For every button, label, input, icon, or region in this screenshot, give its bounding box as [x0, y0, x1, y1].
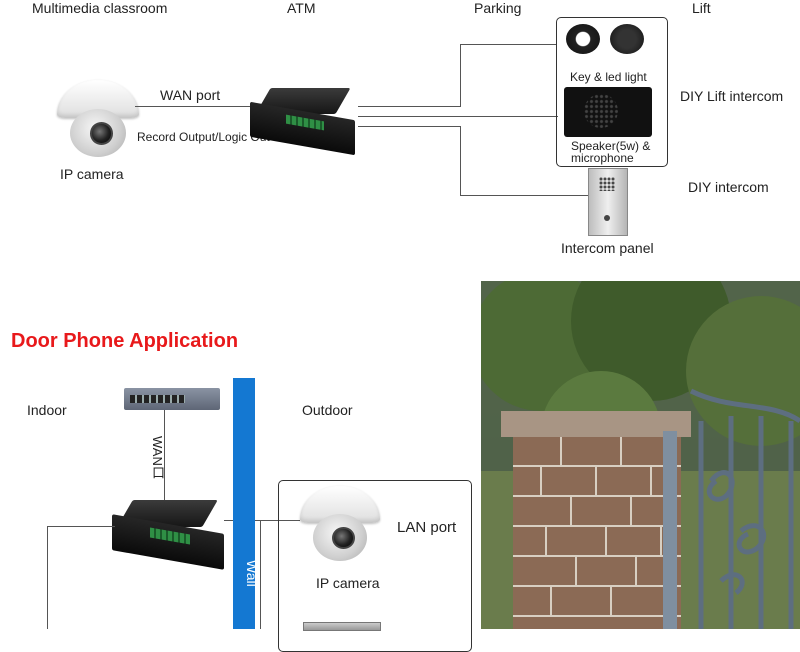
diy-intercom-label: DIY intercom	[688, 179, 769, 195]
label-multimedia-classroom: Multimedia classroom	[32, 0, 168, 16]
line-vertical-panel	[460, 126, 461, 196]
label-lift: Lift	[692, 0, 711, 16]
line-right-vertical	[260, 520, 261, 629]
line-left-horizontal	[47, 526, 115, 527]
ip-camera-icon	[57, 80, 139, 160]
indoor-label: Indoor	[27, 402, 67, 418]
line-vertical-key	[460, 44, 461, 107]
ip-camera-outdoor-label: IP camera	[316, 575, 380, 591]
outdoor-label: Outdoor	[302, 402, 353, 418]
speaker-icon	[564, 87, 652, 137]
line-to-key	[358, 106, 461, 107]
label-parking: Parking	[474, 0, 522, 16]
door-phone-device	[112, 500, 224, 570]
wan-vertical-line	[164, 410, 165, 505]
speaker-label: Speaker(5w) & microphone	[571, 140, 650, 164]
wall-label: Wall	[244, 560, 260, 587]
line-to-panel	[358, 126, 461, 127]
lift-component-box	[556, 17, 668, 167]
line-panel-horizontal	[460, 195, 588, 196]
ip-camera-outdoor-icon	[300, 486, 380, 564]
speaker-label-line2: microphone	[571, 151, 634, 165]
intercom-panel-icon	[588, 168, 628, 236]
door-panel-icon	[303, 622, 381, 631]
key-button-icon	[566, 24, 600, 54]
gate-photo-image	[481, 281, 800, 629]
label-atm: ATM	[287, 0, 316, 16]
speaker-label-line1: Speaker(5w) &	[571, 139, 651, 153]
line-key-horizontal	[460, 44, 556, 45]
intercom-panel-label: Intercom panel	[561, 240, 654, 256]
led-light-icon	[610, 24, 644, 54]
ip-camera-label: IP camera	[60, 166, 124, 182]
network-switch-icon	[124, 388, 220, 410]
intercom-module-device	[250, 88, 355, 156]
lan-port-label: LAN port	[397, 519, 457, 536]
line-to-camera	[224, 520, 300, 521]
line-to-speaker	[358, 116, 558, 117]
record-output-label: Record Output/Logic Out	[137, 130, 270, 144]
door-phone-title: Door Phone Application	[11, 330, 239, 352]
wan-port-label: WAN port	[160, 87, 221, 103]
wan-vertical-label: WAN口	[150, 436, 165, 479]
key-led-label: Key & led light	[570, 70, 647, 84]
diy-lift-label: DIY Lift intercom	[680, 88, 784, 104]
line-left-vertical	[47, 526, 48, 629]
wall-bar	[233, 378, 255, 629]
wan-connection-line	[135, 106, 255, 107]
